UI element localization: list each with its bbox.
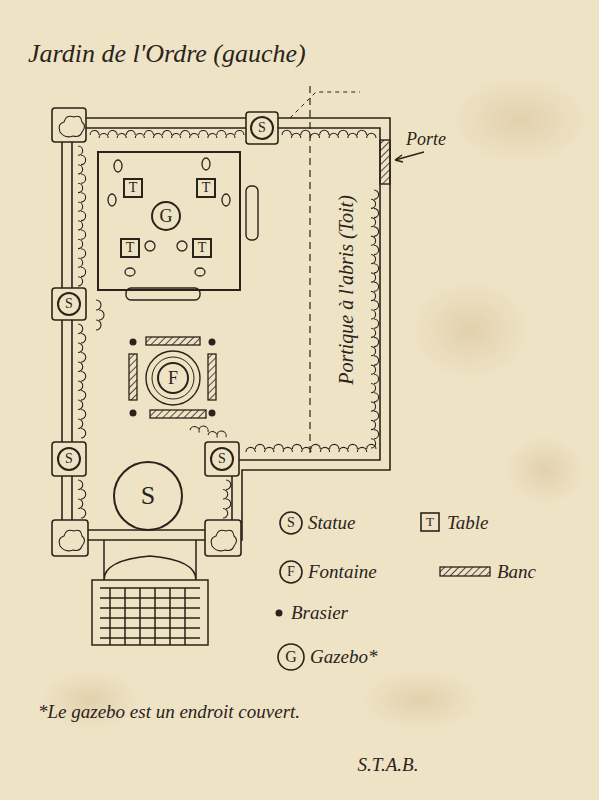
table-square: T	[120, 238, 140, 258]
legend-text: Brasier	[291, 603, 348, 624]
table-square: T	[192, 238, 212, 258]
statue-circle: S	[113, 461, 183, 531]
legend-samples	[276, 512, 491, 670]
fountain-ring	[152, 357, 194, 399]
symbol-letter: T	[202, 181, 211, 195]
braziers	[130, 339, 216, 417]
statue-circle: G	[151, 201, 181, 231]
chairs	[108, 158, 230, 276]
symbol-letter: S	[218, 452, 226, 466]
symbol-letter: S	[258, 121, 266, 135]
portico-edge	[309, 86, 310, 458]
signature: S.T.A.B.	[358, 755, 419, 776]
legend-text: Gazebo*	[310, 647, 378, 668]
portico-label: Portique à l'abris (Toit)	[335, 195, 357, 385]
statue-circle: S	[250, 116, 274, 140]
statue-circle: S	[210, 447, 234, 471]
pillar-shrubs	[59, 116, 236, 551]
symbol-letter: T	[129, 181, 138, 195]
table-square: T	[196, 178, 216, 198]
symbol-letter: T	[198, 241, 207, 255]
symbol-letter: T	[126, 241, 135, 255]
statue-circle: S	[57, 447, 81, 471]
paper-stains	[40, 75, 590, 730]
legend-letter: G	[285, 648, 297, 666]
legend-letter: F	[287, 564, 295, 579]
symbol-letter: G	[160, 207, 173, 225]
symbol-letter: S	[65, 452, 73, 466]
legend-letter: T	[426, 515, 434, 529]
legend-letter: S	[287, 515, 295, 530]
gazebo-floor	[98, 152, 240, 290]
symbol-letter: S	[141, 483, 155, 509]
footnote: *Le gazebo est un endroit couvert.	[38, 702, 300, 723]
corner-pillars	[52, 108, 278, 556]
legend-text: Statue	[308, 513, 356, 534]
symbol-letter: S	[65, 297, 73, 311]
door	[380, 140, 390, 184]
entrance-steps	[92, 540, 208, 645]
roof-line	[290, 92, 360, 118]
table-square: T	[123, 178, 143, 198]
legend-text: Table	[447, 513, 489, 534]
statue-circle: S	[57, 292, 81, 316]
map-title: Jardin de l'Ordre (gauche)	[28, 40, 306, 69]
legend-text: Banc	[497, 562, 536, 583]
hedges	[78, 130, 379, 518]
legend-text: Fontaine	[308, 562, 377, 583]
statue-circle: F	[157, 362, 189, 394]
door-leader	[395, 152, 424, 162]
fountain-benches	[129, 337, 216, 418]
door-label: Porte	[406, 130, 446, 150]
symbol-letter: F	[168, 369, 178, 387]
fountain-basin	[146, 351, 200, 405]
garden-walls	[62, 118, 390, 540]
bench	[246, 186, 258, 240]
bench	[126, 288, 200, 300]
